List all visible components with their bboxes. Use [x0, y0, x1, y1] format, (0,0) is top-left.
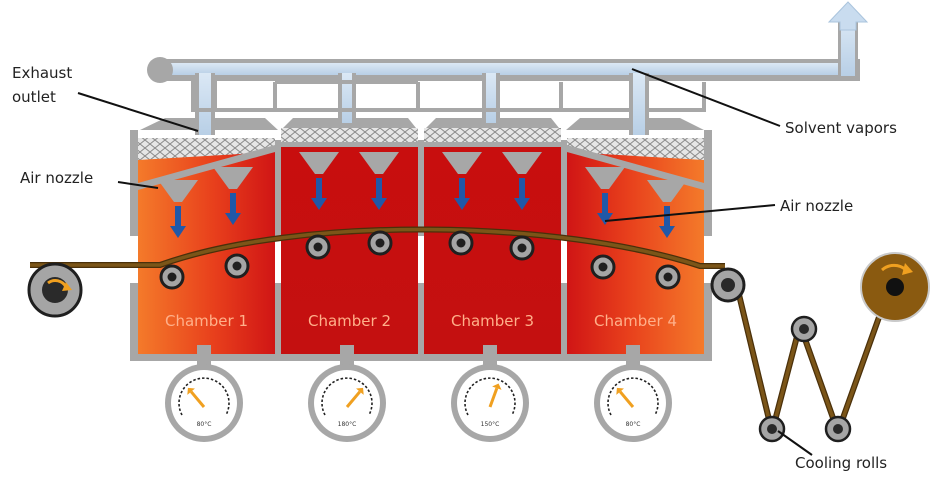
airflow-arrow: [311, 178, 327, 210]
gauge-needle: [189, 390, 206, 408]
airflow-arrow: [371, 178, 387, 210]
gauge-needle: [345, 390, 362, 408]
gauge-temperature: 150°C: [481, 421, 500, 428]
temperature-gauge: 150°C: [451, 364, 529, 442]
airflow-arrow: [454, 178, 470, 210]
cooling-roll: [758, 415, 786, 443]
chamber-label: Chamber 3: [451, 312, 534, 330]
oven-body: [138, 140, 704, 358]
transport-roll: [305, 234, 331, 260]
cooling-roll: [824, 415, 852, 443]
temperature-gauges: 80°C 180°C 150°C 80°C: [165, 364, 672, 442]
gauge-needle: [488, 387, 499, 408]
guide-roll: [710, 267, 746, 303]
transport-roll: [655, 264, 681, 290]
rewind-roll: [860, 252, 930, 322]
cooling-rolls: [758, 315, 852, 443]
chamber-3-zone: [424, 140, 561, 358]
air-nozzle: [647, 180, 687, 202]
exhaust-duct: [147, 1, 869, 135]
airflow-arrow: [170, 206, 186, 238]
mesh-screens: [138, 128, 704, 160]
air-nozzle-label-left: Air nozzle: [20, 169, 93, 187]
air-nozzle: [158, 180, 198, 202]
callout-lines: [77, 68, 813, 456]
air-nozzle: [585, 167, 625, 189]
unwind-roll: [27, 262, 83, 318]
airflow-arrow: [514, 178, 530, 210]
transport-roll: [224, 253, 250, 279]
temperature-gauge: 80°C: [594, 364, 672, 442]
oven-rolls: [159, 230, 681, 290]
transport-roll: [159, 264, 185, 290]
web-path: [30, 226, 891, 435]
exhaust-outlet-cap: [147, 57, 173, 83]
air-nozzle: [442, 152, 482, 174]
temperature-gauge: 180°C: [308, 364, 386, 442]
cooling-rolls-label: Cooling rolls: [795, 454, 887, 472]
air-nozzle: [213, 167, 253, 189]
chamber-labels: Chamber 1 Chamber 2 Chamber 3 Chamber 4: [165, 312, 677, 330]
oven-frame: [130, 118, 712, 367]
transport-roll: [448, 230, 474, 256]
airflow-arrow: [597, 193, 613, 225]
exhaust-outlet-label-line2: outlet: [12, 88, 56, 106]
air-nozzles: [158, 152, 687, 238]
airflow-arrow: [659, 206, 675, 238]
transport-roll: [590, 254, 616, 280]
solvent-vapors-label: Solvent vapors: [785, 119, 897, 137]
vapor-outlet-arrow: [827, 1, 869, 31]
air-nozzle: [299, 152, 339, 174]
chamber-label: Chamber 1: [165, 312, 248, 330]
gauge-temperature: 80°C: [197, 421, 212, 428]
cooling-roll: [790, 315, 818, 343]
transport-roll: [367, 230, 393, 256]
airflow-arrow: [225, 193, 241, 225]
air-nozzle: [359, 152, 399, 174]
gauge-temperature: 180°C: [338, 421, 357, 428]
chamber-label: Chamber 2: [308, 312, 391, 330]
chamber-label: Chamber 4: [594, 312, 677, 330]
chamber-2-zone: [281, 140, 418, 358]
air-nozzle: [502, 152, 542, 174]
transport-roll: [509, 235, 535, 261]
temperature-gauge: 80°C: [165, 364, 243, 442]
air-nozzle-label-right: Air nozzle: [780, 197, 853, 215]
exhaust-outlet-label: Exhaust: [12, 64, 72, 82]
gauge-needle: [618, 390, 635, 408]
gauge-temperature: 80°C: [626, 421, 641, 428]
